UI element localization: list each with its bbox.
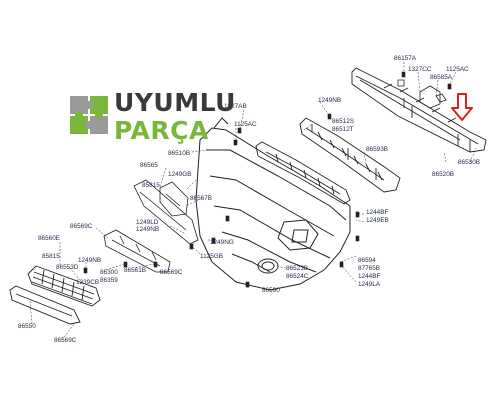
part-label: 86550 [18,323,36,330]
part-label: 86569C [160,269,183,276]
part-label: 1249NB [78,257,101,264]
part-label: 1249NB [136,226,159,233]
part-label: 86561B [124,267,146,274]
part-label: 1244BF [366,209,388,216]
bracket-parts [397,79,447,109]
part-label: 86523B [286,265,308,272]
bumper-cover [195,117,351,291]
side-brackets [103,179,199,273]
lower-grille [9,285,81,325]
part-label: 86520B [432,171,454,178]
part-label: 1125GB [200,253,223,260]
fasteners [83,71,452,288]
part-label: 86565 [140,162,158,169]
energy-absorber [299,117,401,193]
part-label: 86594 [358,257,376,264]
part-label: 1249NG [210,239,234,246]
part-label: 86512T [332,126,354,133]
part-label: 86553D [56,264,79,271]
part-label: 1244BF [358,273,380,280]
part-label: 1249LD [136,219,159,226]
part-label: 86359 [100,277,118,284]
part-label: 86560E [38,235,60,242]
part-label: 1249NB [318,97,341,104]
part-label: 87765B [358,265,380,272]
part-label: 1249LA [358,281,381,288]
part-label: 1339CB [76,279,99,286]
part-label: 85815 [142,182,160,189]
fog-lamp-cover [257,258,279,274]
part-label: 86300 [100,269,118,276]
part-labels: 86157A 1327CC 1125AC 86585A 1327AB 1125A… [18,55,480,344]
part-label: 86585A [430,74,453,81]
part-label: 1125AC [234,121,257,128]
part-label: 1249GB [168,171,191,178]
logo-text-uyumlu: UYUMLU [114,88,236,117]
upper-reinforcement-strip [255,141,351,205]
logo-text-parca: PARÇA [114,116,209,145]
part-label: 86512S [332,118,354,125]
part-label: 1327AB [224,103,247,110]
part-label: 86593B [366,146,388,153]
part-label: 86157A [394,55,417,62]
part-label: 86569C [54,337,77,344]
part-label: 86510B [168,150,190,157]
part-label: 85815 [42,253,60,260]
puzzle-logo-icon [70,96,108,134]
part-label: 86567B [190,195,212,202]
part-label: 86530B [458,159,480,166]
part-label: 86569C [70,223,93,230]
part-label: 86590 [262,287,280,294]
part-label: 86524C [286,273,309,280]
part-label: 1249EB [366,217,389,224]
part-label: 1125AC [446,66,469,73]
part-label: 1327CC [408,66,432,73]
red-callout-arrow-icon [451,93,473,121]
leader-lines [29,62,477,341]
grille [27,265,101,307]
